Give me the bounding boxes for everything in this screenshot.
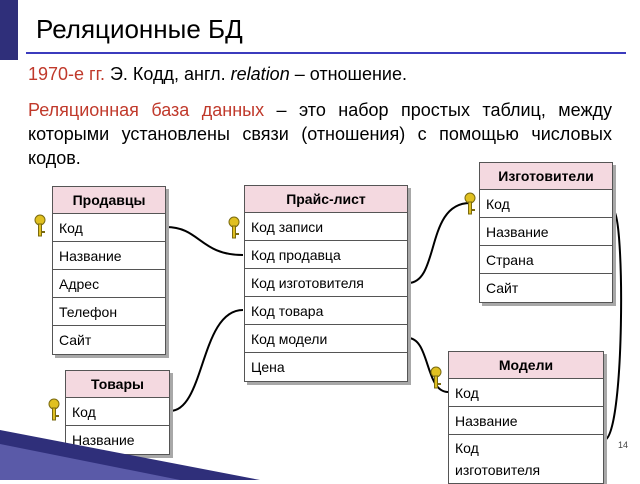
table-models-row: Название	[449, 407, 603, 435]
table-prices-row: Код записи	[245, 213, 407, 241]
table-goods-row: Код	[66, 398, 169, 426]
table-makers-row: Страна	[480, 246, 612, 274]
table-models-header: Модели	[449, 352, 603, 379]
table-makers-header: Изготовители	[480, 163, 612, 190]
table-sellers: Продавцы Код Название Адрес Телефон Сайт	[52, 186, 166, 355]
table-makers: Изготовители Код Название Страна Сайт	[479, 162, 613, 303]
decorative-corner-wedge	[0, 430, 260, 480]
slide-title: Реляционные БД	[36, 14, 243, 44]
table-goods-header: Товары	[66, 371, 169, 398]
slide-corner-bar	[0, 0, 18, 60]
table-sellers-row: Сайт	[59, 332, 92, 348]
table-sellers-row: Телефон	[53, 298, 165, 326]
definition-term: Реляционная база данных	[28, 100, 265, 120]
paragraph-history: 1970-е гг. Э. Кодд, англ. relation – отн…	[28, 64, 618, 85]
table-prices: Прайс-лист Код записи Код продавца Код и…	[244, 185, 408, 382]
table-prices-row: Код товара	[245, 297, 407, 325]
link-models-price	[407, 337, 449, 393]
table-prices-row: Код модели	[245, 325, 407, 353]
key-icon	[34, 214, 46, 237]
table-models-row: Код	[449, 379, 603, 407]
table-sellers-row: Адрес	[53, 270, 165, 298]
table-makers-row: Код	[480, 190, 612, 218]
key-icon	[464, 192, 476, 215]
table-sellers-row: Название	[53, 242, 165, 270]
table-prices-row: Код продавца	[245, 241, 407, 269]
page-number: 14	[617, 440, 628, 450]
table-sellers-row: Код	[53, 214, 165, 242]
relation-term: relation	[230, 64, 290, 84]
table-makers-row: Сайт	[486, 280, 519, 296]
table-prices-header: Прайс-лист	[245, 186, 407, 213]
definition-text: – это набор простых таблиц, между которы…	[28, 100, 612, 168]
link-maker-models	[603, 209, 623, 441]
table-models: Модели Код Название Код изготовителя	[448, 351, 604, 484]
key-icon	[430, 366, 442, 389]
table-prices-row: Цена	[251, 359, 285, 375]
paragraph-definition: Реляционная база данных – это набор прос…	[28, 98, 612, 170]
table-goods: Товары Код Название	[65, 370, 170, 455]
history-text-b: – отношение.	[289, 64, 407, 84]
link-goods-price	[169, 309, 244, 412]
history-text-a: Э. Кодд, англ.	[104, 64, 231, 84]
table-goods-row: Название	[72, 432, 135, 448]
years-text: 1970-е гг.	[28, 64, 105, 84]
link-maker-price	[407, 202, 471, 284]
key-icon	[228, 216, 240, 239]
table-sellers-header: Продавцы	[53, 187, 165, 214]
table-prices-row: Код изготовителя	[245, 269, 407, 297]
link-seller-price	[165, 226, 244, 256]
table-models-row: Код изготовителя	[455, 440, 541, 478]
table-makers-row: Название	[480, 218, 612, 246]
key-icon	[48, 398, 60, 421]
title-underline	[26, 52, 626, 54]
